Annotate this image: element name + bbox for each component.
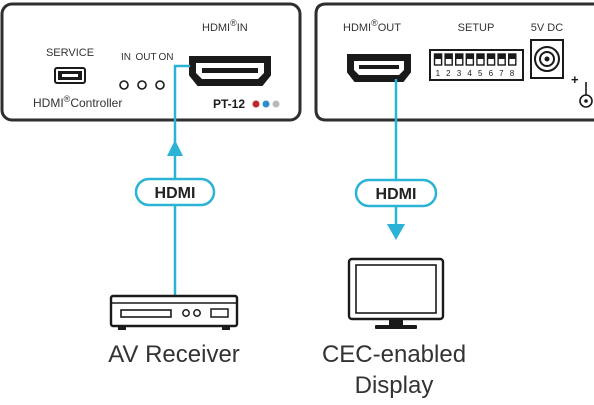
left-hdmi-cable-label: HDMI xyxy=(155,185,196,202)
dip-switch-knob xyxy=(445,54,453,59)
dip-switch-number: 3 xyxy=(457,69,462,78)
hdmi-in-label: HDMI®IN xyxy=(202,18,248,34)
dip-switch-knob xyxy=(508,54,516,59)
left-device-panel: SERVICE HDMI®Controller IN OUT ON HDMI®I… xyxy=(0,2,302,122)
led-out xyxy=(137,80,147,90)
left-hdmi-cable: HDMI xyxy=(134,64,216,296)
display-monitor-icon xyxy=(347,257,445,329)
dip-switch-number: 2 xyxy=(446,69,451,78)
dip-switch-number: 5 xyxy=(478,69,483,78)
setup-label: SETUP xyxy=(458,22,495,34)
model-label: PT-12 xyxy=(213,97,245,111)
svg-text:HDMI®OUT: HDMI®OUT xyxy=(343,18,401,34)
dip-switch-knob xyxy=(455,54,463,59)
hdmi-out-port-icon xyxy=(347,54,411,82)
dip-switch-knob xyxy=(476,54,484,59)
dc-power-jack-icon xyxy=(530,39,564,79)
led-in xyxy=(119,80,129,90)
hdmi-in-port-icon xyxy=(189,56,271,86)
service-port-icon xyxy=(54,67,86,84)
left-hdmi-cable-badge xyxy=(134,177,216,207)
polarity-icon xyxy=(579,82,593,108)
right-hdmi-cable-badge xyxy=(354,178,438,208)
dip-switch-number: 6 xyxy=(489,69,494,78)
hdmi-controller-label: HDMI®Controller xyxy=(33,94,122,110)
led-on xyxy=(155,80,165,90)
right-hdmi-cable-label: HDMI xyxy=(376,186,417,203)
display-label-line2: Display xyxy=(355,372,434,399)
svg-text:HDMI®Controller: HDMI®Controller xyxy=(33,94,122,110)
dip-switch-number: 7 xyxy=(499,69,504,78)
dip-switch-number: 8 xyxy=(510,69,515,78)
dip-switch-number: 4 xyxy=(467,69,472,78)
led-label-in: IN xyxy=(121,52,131,63)
av-receiver-label: AV Receiver xyxy=(108,341,240,368)
model-dot-red xyxy=(252,100,260,108)
dip-switch-knob xyxy=(434,54,442,59)
dip-switch-knob xyxy=(466,54,474,59)
hdmi-out-label: HDMI®OUT xyxy=(343,18,401,34)
model-dot-blue xyxy=(262,100,270,108)
model-dot-grey xyxy=(272,100,280,108)
av-receiver-icon xyxy=(109,294,239,330)
svg-text:HDMI®IN: HDMI®IN xyxy=(202,18,248,34)
dip-switch-knob xyxy=(487,54,495,59)
service-label: SERVICE xyxy=(46,47,94,59)
led-label-on: ON xyxy=(159,52,174,63)
dc-power-label: 5V DC xyxy=(531,22,563,34)
right-hdmi-cable: HDMI xyxy=(354,79,438,240)
arrow-down-icon xyxy=(387,224,405,240)
dip-switch-number: 1 xyxy=(436,69,441,78)
left-panel-body xyxy=(0,2,302,122)
arrow-up-icon xyxy=(167,140,183,156)
polarity-plus-sign: + xyxy=(571,72,579,87)
display-label-line1: CEC-enabled xyxy=(322,341,466,368)
dip-switch-knob xyxy=(498,54,506,59)
led-label-out: OUT xyxy=(135,52,156,63)
